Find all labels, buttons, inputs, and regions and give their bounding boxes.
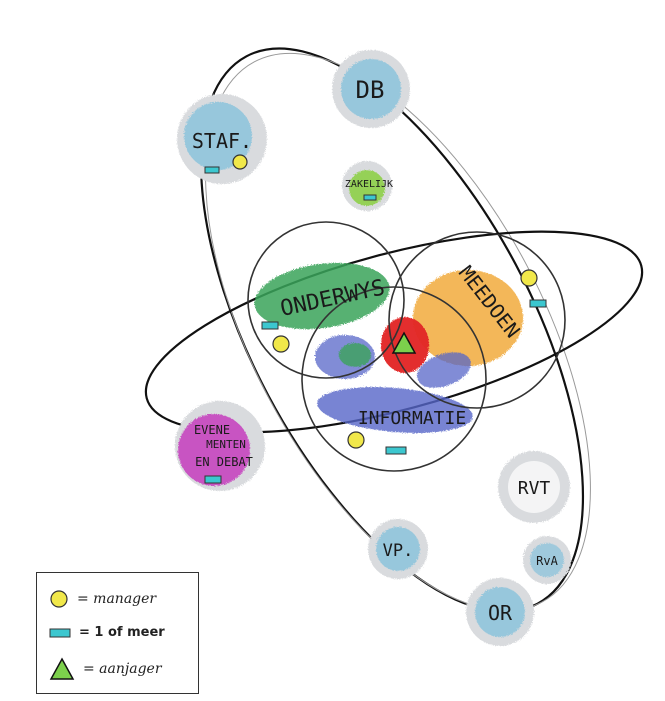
circle-informatie	[301, 286, 487, 472]
node-or-label: OR	[488, 601, 513, 625]
manager-marker	[520, 269, 538, 287]
circle-meedoen	[388, 231, 566, 409]
member-marker	[529, 299, 547, 308]
node-db: DB	[332, 50, 410, 128]
legend-manager-label: = manager	[77, 591, 157, 607]
legend-aanjager-label: = aanjager	[83, 661, 162, 677]
legend-row-manager: = manager	[49, 589, 156, 609]
venn-fills	[254, 262, 523, 433]
orbit-vertical-faint	[205, 52, 591, 612]
legend-row-aanjager: = aanjager	[49, 657, 162, 681]
node-evenementen-line3: EN DEBAT	[195, 455, 253, 469]
member-marker	[204, 475, 222, 484]
member-marker	[261, 321, 279, 330]
manager-marker	[272, 335, 290, 353]
node-evenementen-line2: MENTEN	[206, 438, 246, 451]
member-marker	[363, 194, 377, 201]
node-zakelijk-label: ZAKELIJK	[345, 179, 393, 190]
manager-circle-icon	[50, 590, 68, 608]
node-rva: RvA	[523, 536, 571, 584]
circle-onderwijs	[247, 221, 405, 379]
node-rva-label: RvA	[536, 554, 558, 568]
node-staf-label: STAF.	[192, 129, 252, 153]
node-db-label: DB	[356, 76, 385, 104]
node-rvt-label: RVT	[518, 478, 551, 499]
legend: = manager = 1 of meer = aanjager	[36, 572, 199, 694]
member-marker	[385, 446, 407, 455]
circle-informatie-label: INFORMATIE	[358, 408, 466, 429]
node-staf: STAF.	[177, 94, 267, 184]
manager-marker	[232, 154, 248, 170]
node-zakelijk: ZAKELIJK	[342, 161, 393, 211]
aanjager-triangle-icon	[49, 657, 75, 680]
node-evenementen-line1: EVENE	[194, 423, 230, 437]
node-vp: VP.	[368, 519, 428, 579]
node-or: OR	[466, 578, 534, 646]
node-evenementen: EVENE MENTEN EN DEBAT	[175, 401, 265, 491]
node-rvt: RVT	[498, 451, 570, 523]
member-rect-icon	[49, 628, 71, 637]
member-marker	[204, 166, 220, 174]
node-vp-label: VP.	[383, 541, 414, 561]
manager-marker	[347, 431, 365, 449]
legend-row-one-or-more: = 1 of meer	[49, 625, 165, 640]
legend-one-or-more-label: = 1 of meer	[79, 625, 165, 640]
aanjager-triangle	[391, 331, 417, 354]
